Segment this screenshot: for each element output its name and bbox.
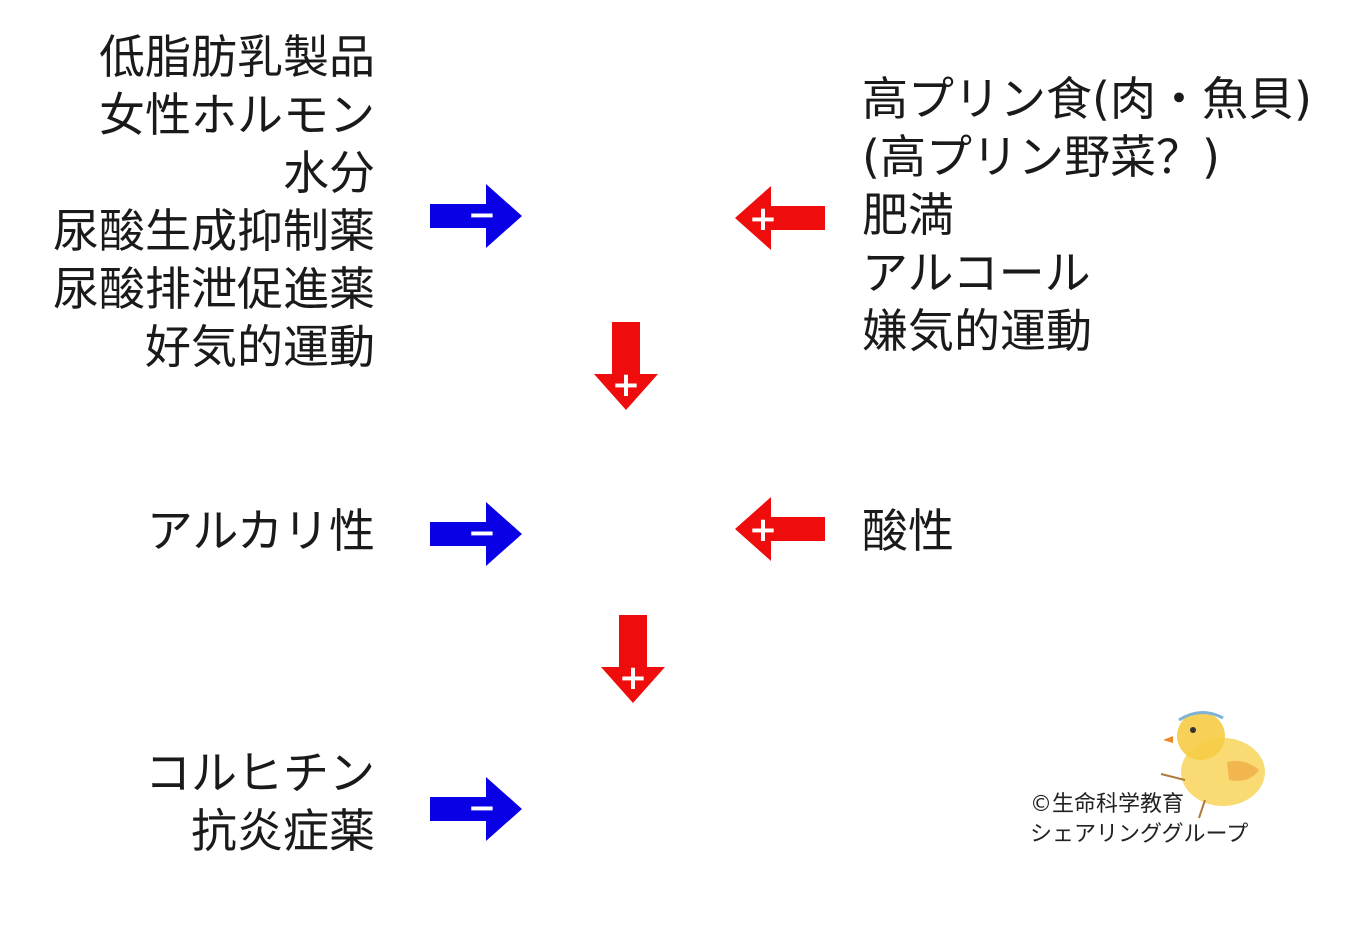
factor-acidic: 酸性	[862, 504, 954, 558]
copyright-credit: ©生命科学教育 シェアリンググループ	[1030, 790, 1248, 850]
red-plus-arrow-middle: +	[735, 497, 825, 561]
factor-uric-acid-synthesis-inhibitor: 尿酸生成抑制薬	[53, 204, 375, 258]
factor-alkaline: アルカリ性	[146, 504, 375, 558]
factor-high-purine-vegetable: (高プリン野菜？)	[862, 130, 1220, 184]
plus-sign: +	[612, 365, 641, 405]
minus-sign: −	[468, 788, 497, 828]
factor-aerobic-exercise: 好気的運動	[145, 320, 375, 374]
minus-sign: −	[468, 195, 497, 235]
red-plus-arrow-top: +	[735, 186, 825, 250]
middle-left-factor-list: アルカリ性	[147, 502, 375, 560]
minus-sign: −	[468, 513, 497, 553]
plus-sign: +	[619, 658, 648, 698]
blue-minus-arrow-bottom: −	[430, 777, 522, 841]
factor-lowfat-dairy: 低脂肪乳製品	[99, 30, 375, 84]
bottom-left-factor-list: コルヒチン 抗炎症薬	[145, 744, 375, 860]
credit-line-group: シェアリンググループ	[1030, 822, 1249, 847]
plus-sign: +	[749, 510, 778, 550]
factor-high-purine-food: 高プリン食(肉・魚貝)	[862, 72, 1312, 126]
plus-sign: +	[749, 199, 778, 239]
blue-minus-arrow-middle: −	[430, 502, 522, 566]
top-left-factor-list: 低脂肪乳製品 女性ホルモン 水分 尿酸生成抑制薬 尿酸排泄促進薬 好気的運動	[53, 28, 375, 376]
blue-minus-arrow-top: −	[430, 184, 522, 248]
red-plus-arrow-down-upper: +	[594, 322, 658, 410]
factor-female-hormone: 女性ホルモン	[99, 88, 375, 142]
factor-uricosuric-drug: 尿酸排泄促進薬	[53, 262, 375, 316]
factor-water: 水分	[283, 146, 375, 200]
credit-line-organization: ©生命科学教育	[1030, 792, 1185, 817]
top-right-factor-list: 高プリン食(肉・魚貝) (高プリン野菜？) 肥満 アルコール 嫌気的運動	[862, 70, 1312, 360]
factor-obesity: 肥満	[862, 188, 954, 242]
factor-anaerobic-exercise: 嫌気的運動	[862, 304, 1092, 358]
red-plus-arrow-down-lower: +	[601, 615, 665, 703]
factor-alcohol: アルコール	[862, 246, 1091, 300]
factor-colchicine: コルヒチン	[145, 746, 375, 800]
chick-mascot-icon	[1160, 711, 1265, 819]
middle-right-factor-list: 酸性	[862, 502, 954, 560]
factor-anti-inflammatory-drug: 抗炎症薬	[191, 804, 375, 858]
